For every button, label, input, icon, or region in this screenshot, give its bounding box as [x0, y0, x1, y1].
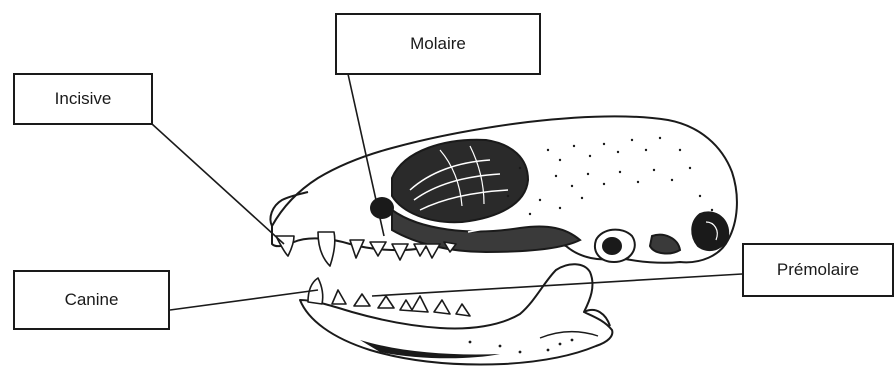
label-canine-text: Canine	[65, 290, 119, 310]
leader-canine	[170, 290, 318, 310]
label-molaire: Molaire	[335, 13, 541, 75]
leader-incisive	[152, 124, 284, 244]
label-molaire-text: Molaire	[410, 34, 466, 54]
label-premolaire-text: Prémolaire	[777, 260, 859, 280]
label-premolaire: Prémolaire	[742, 243, 894, 297]
label-incisive-text: Incisive	[55, 89, 112, 109]
label-incisive: Incisive	[13, 73, 153, 125]
label-canine: Canine	[13, 270, 170, 330]
infraorbital-foramen	[370, 197, 394, 219]
